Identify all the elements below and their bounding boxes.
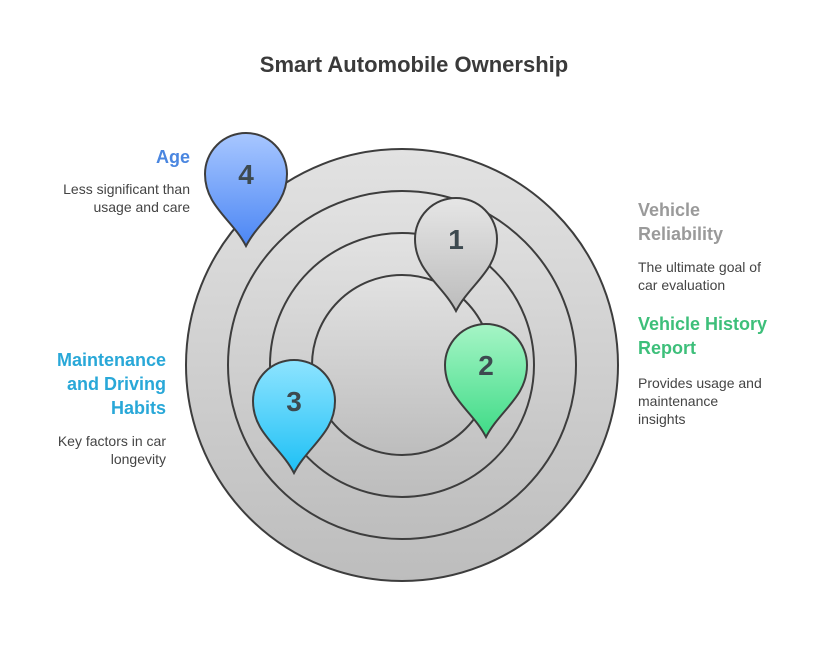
page-title: Smart Automobile Ownership [259, 52, 569, 77]
pin-3-marker [251, 359, 337, 476]
pin-2-number: 2 [478, 350, 494, 381]
item-1-label-line: Vehicle [638, 200, 701, 220]
item-4-desc-line: usage and care [93, 199, 190, 215]
item-1-desc-line: car evaluation [638, 277, 726, 293]
item-1-label: Vehicle Reliability [638, 198, 818, 246]
pin-4: 4 [203, 132, 289, 249]
item-3-label-line: Habits [110, 398, 166, 418]
pin-3: 3 [251, 359, 337, 476]
item-2-description: Provides usage and maintenance insights [638, 374, 818, 428]
item-3-label-line: and Driving [66, 374, 166, 394]
item-4-desc-line: Less significant than [63, 181, 190, 197]
item-2-label: Vehicle History Report [638, 312, 818, 360]
pin-2: 2 [443, 323, 529, 440]
pin-3-number: 3 [286, 386, 302, 417]
item-2-desc-line: Provides usage and [638, 375, 762, 391]
pin-1: 1 [413, 197, 499, 314]
pin-4-marker [203, 132, 289, 249]
item-1-description: The ultimate goal of car evaluation [638, 258, 818, 294]
item-1-desc-line: The ultimate goal of [638, 259, 761, 275]
item-1-label-line: Reliability [638, 224, 724, 244]
item-3-label: Maintenance and Driving Habits [16, 348, 166, 420]
item-4-label: Age [40, 145, 190, 169]
item-2-desc-line: insights [638, 411, 686, 427]
item-3-label-line: Maintenance [56, 350, 166, 370]
pin-1-number: 1 [448, 224, 464, 255]
item-3-desc-line: longevity [110, 451, 166, 467]
pin-2-marker [443, 323, 529, 440]
item-2-desc-line: maintenance [638, 393, 719, 409]
item-4-description: Less significant than usage and care [20, 180, 190, 216]
item-3-description: Key factors in car longevity [16, 432, 166, 468]
pin-4-number: 4 [238, 159, 254, 190]
item-4-label-line: Age [155, 147, 190, 167]
item-2-label-line: Vehicle History [638, 314, 768, 334]
item-3-desc-line: Key factors in car [57, 433, 166, 449]
item-2-label-line: Report [638, 338, 696, 358]
pin-1-marker [413, 197, 499, 314]
